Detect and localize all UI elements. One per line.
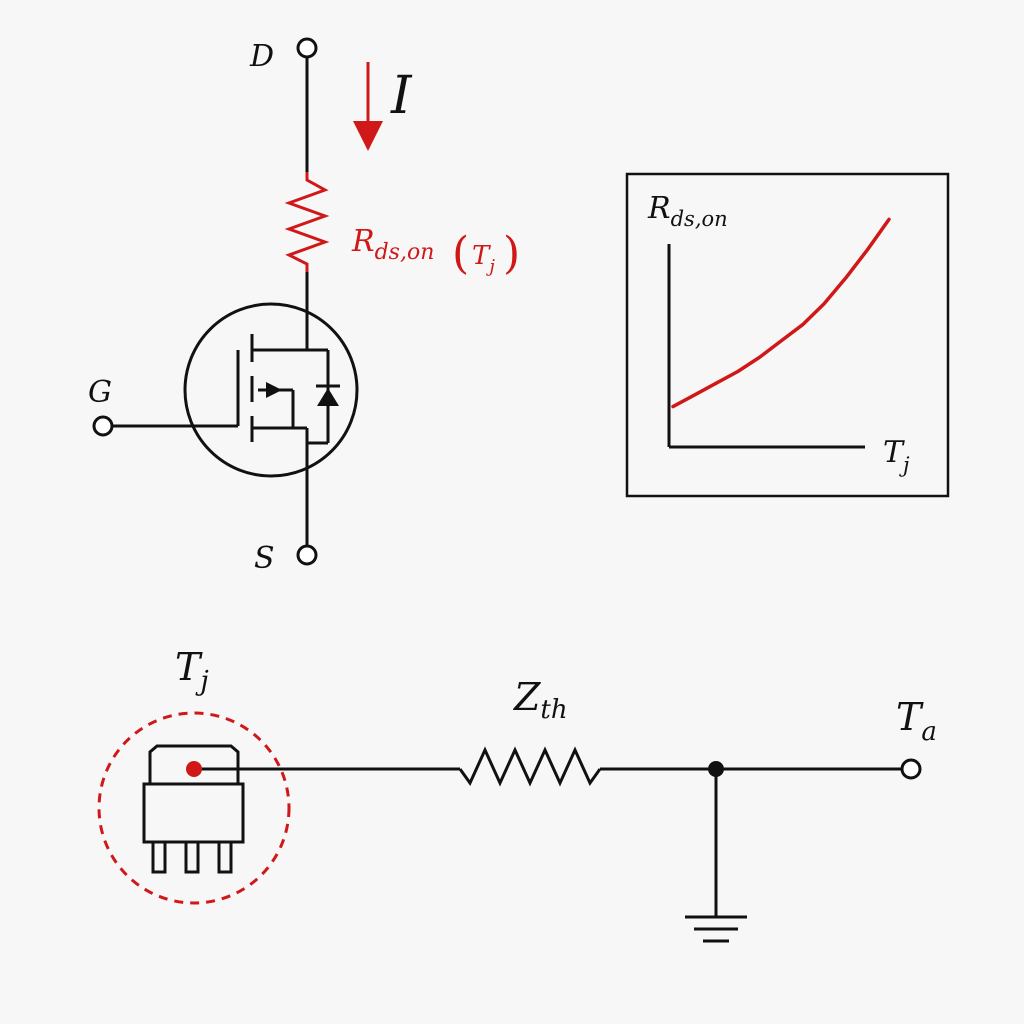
rds-on-label: Rds,on	[351, 224, 434, 265]
drain-terminal[interactable]	[296, 37, 318, 59]
package-lead-1	[151, 840, 167, 874]
diode-triangle	[317, 388, 339, 406]
ambient-temp-label: Ta	[896, 695, 937, 747]
junction-temp-label: Tj	[175, 645, 209, 697]
series-line-0	[671, 217, 891, 409]
rds-temperature-chart: Rds,on Tj	[625, 172, 950, 498]
package-body	[142, 782, 245, 844]
thermal-impedance-label: Zth	[513, 675, 568, 725]
chart-x-label: Tj	[883, 435, 910, 477]
mosfet-body	[183, 302, 359, 478]
current-label: I	[390, 66, 413, 126]
source-terminal[interactable]	[296, 544, 318, 566]
zth-resistor	[458, 746, 602, 787]
junction-boundary	[97, 711, 291, 905]
source-label: S	[254, 541, 275, 576]
ambient-node-dot	[708, 761, 724, 777]
gate-label: G	[88, 375, 112, 410]
chart-frame	[625, 172, 950, 498]
rds-on-open-paren: (	[452, 228, 469, 279]
body-arrow-head	[266, 382, 282, 398]
mosfet-circuit	[92, 37, 359, 566]
package-lead-2	[184, 840, 200, 874]
drain-label: D	[249, 39, 274, 74]
chart-y-label: Rds,on	[647, 191, 728, 231]
chart-series	[671, 217, 891, 409]
gate-terminal[interactable]	[92, 415, 114, 437]
rds-on-argument: Tj	[472, 241, 495, 277]
rds-on-resistor	[284, 172, 330, 272]
junction-node-dot	[186, 761, 202, 777]
package-lead-3	[217, 840, 233, 874]
ambient-terminal[interactable]	[900, 758, 922, 780]
thermal-network	[97, 711, 922, 943]
rds-on-close-paren: )	[503, 228, 520, 279]
package-tab	[148, 744, 240, 784]
